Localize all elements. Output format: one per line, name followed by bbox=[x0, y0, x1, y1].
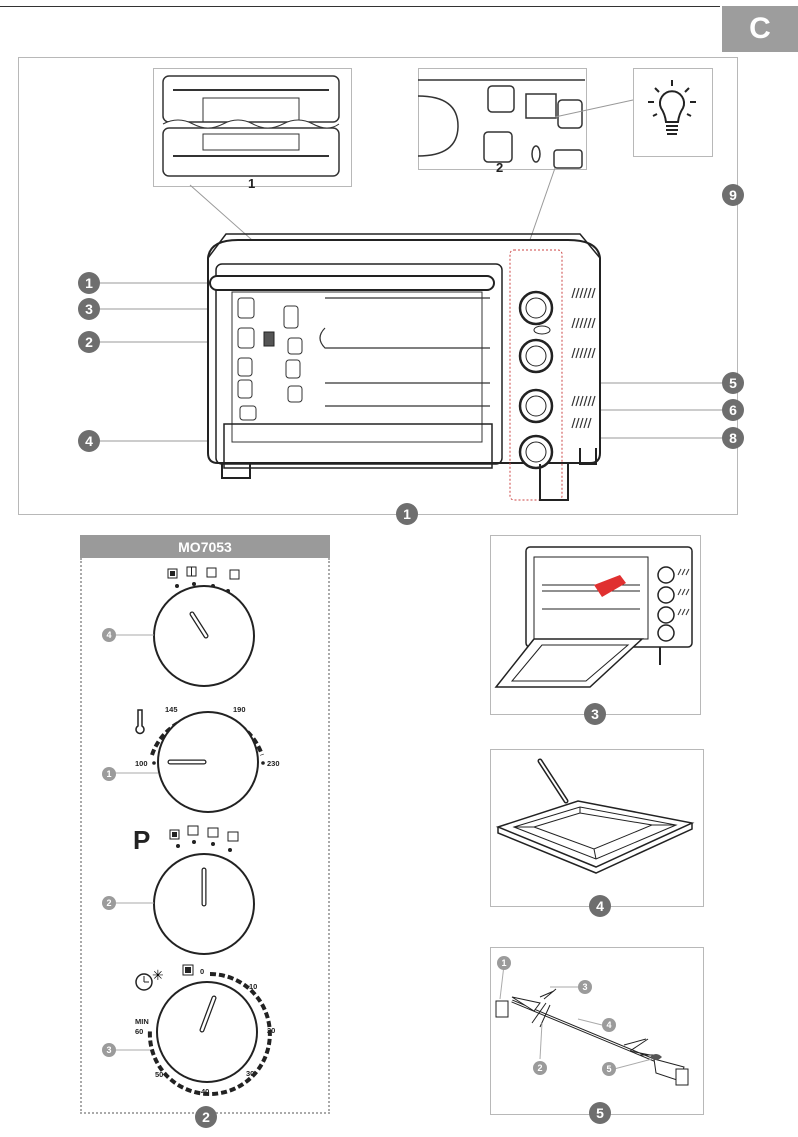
callout-timer-knob: 3 bbox=[102, 1043, 116, 1057]
callout-fig1-left-4: 4 bbox=[78, 430, 100, 452]
oven-open-door-drawing bbox=[494, 546, 693, 688]
figure-1-number: 1 bbox=[396, 503, 418, 525]
inset-1-label: 1 bbox=[248, 176, 256, 191]
timer-tick-0: 0 bbox=[200, 967, 205, 976]
program-knob bbox=[112, 825, 255, 955]
callout-fig1-9: 9 bbox=[722, 184, 744, 206]
timer-tick-10: 10 bbox=[249, 982, 258, 991]
program-letter: P bbox=[133, 825, 151, 855]
baking-tray-drawing bbox=[495, 758, 695, 874]
timer-tick-40: 40 bbox=[201, 1087, 210, 1096]
callout-fig1-right-6: 6 bbox=[722, 399, 744, 421]
callout-program-knob: 2 bbox=[102, 896, 116, 910]
callout-fig1-left-1: 1 bbox=[78, 272, 100, 294]
timer-tick-60: 60 bbox=[135, 1027, 144, 1036]
callout-fig5-3: 3 bbox=[578, 980, 592, 994]
callout-function-knob: 4 bbox=[102, 628, 116, 642]
temp-tick-230: 230 bbox=[267, 759, 280, 768]
header-rule bbox=[0, 6, 720, 7]
inset-2-label: 2 bbox=[496, 160, 504, 175]
temperature-knob bbox=[112, 709, 265, 813]
figure-5-number: 5 bbox=[589, 1102, 611, 1124]
temp-tick-100: 100 bbox=[135, 759, 148, 768]
timer-tick-50: 50 bbox=[155, 1070, 164, 1079]
timer-knob: ✳ bbox=[112, 964, 272, 1096]
temp-tick-190: 190 bbox=[233, 705, 246, 714]
svg-text:✳: ✳ bbox=[152, 968, 164, 984]
figure-2-number: 2 bbox=[195, 1106, 217, 1128]
oven-front-view bbox=[207, 233, 601, 501]
model-title: MO7053 bbox=[80, 535, 330, 558]
inset-wall-frame bbox=[418, 68, 587, 170]
callout-temperature-knob: 1 bbox=[102, 767, 116, 781]
callout-fig5-4: 4 bbox=[602, 1018, 616, 1032]
figure-1-frame bbox=[18, 57, 738, 515]
figure-3-number: 3 bbox=[584, 703, 606, 725]
callout-fig1-right-8: 8 bbox=[722, 427, 744, 449]
callout-fig1-right-5: 5 bbox=[722, 372, 744, 394]
inset-rack-frame bbox=[153, 68, 352, 187]
callout-fig5-1: 1 bbox=[497, 956, 511, 970]
section-tab: C bbox=[722, 6, 798, 52]
lightbulb-icon bbox=[648, 80, 696, 135]
inset-bulb-frame bbox=[633, 68, 713, 157]
function-knob bbox=[112, 566, 255, 687]
callout-fig5-5: 5 bbox=[602, 1062, 616, 1076]
temp-tick-145: 145 bbox=[165, 705, 178, 714]
callout-fig1-left-3: 3 bbox=[78, 298, 100, 320]
callout-fig5-2: 2 bbox=[533, 1061, 547, 1075]
figure-4-number: 4 bbox=[589, 895, 611, 917]
rotisserie-spit-drawing bbox=[495, 964, 689, 1086]
timer-tick-30: 30 bbox=[246, 1069, 255, 1078]
inset-rack-drawing bbox=[162, 75, 340, 177]
inset-wall-drawing bbox=[417, 79, 585, 169]
timer-tick-min: MIN bbox=[135, 1017, 149, 1026]
callout-fig1-left-2: 2 bbox=[78, 331, 100, 353]
timer-tick-20: 20 bbox=[267, 1026, 276, 1035]
